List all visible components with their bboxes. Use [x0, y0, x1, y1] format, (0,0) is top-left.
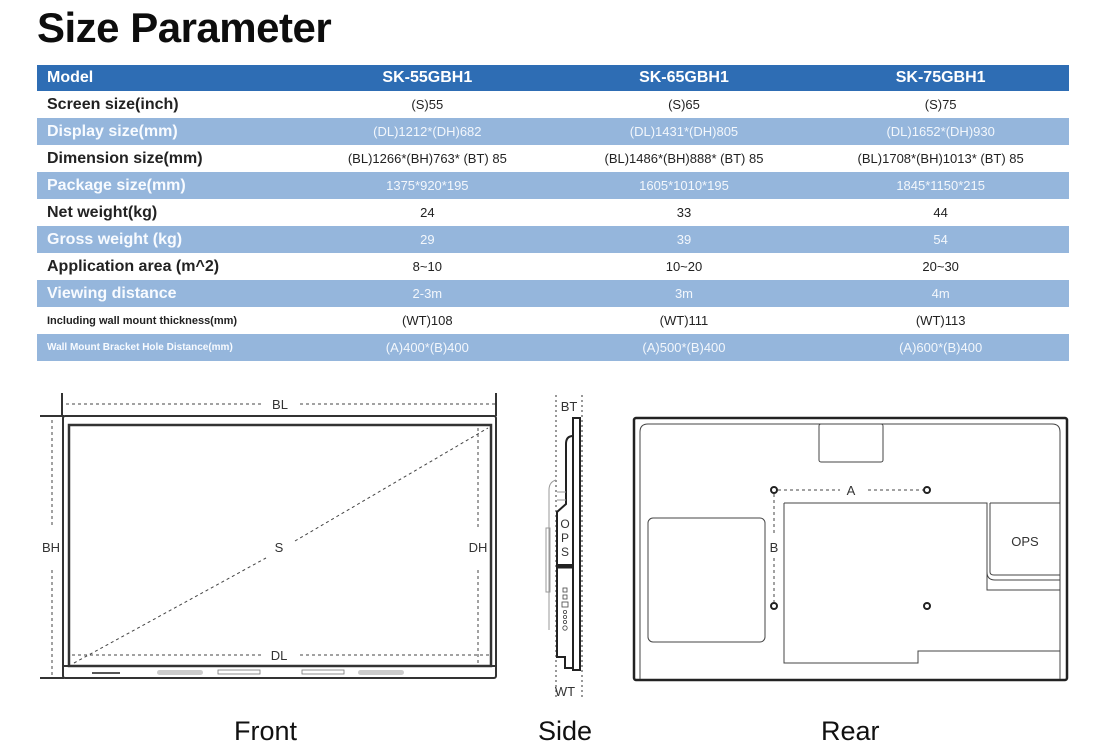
cell: 24	[299, 199, 556, 226]
table-row: Dimension size(mm) (BL)1266*(BH)763* (BT…	[37, 145, 1069, 172]
row-label: Gross weight (kg)	[37, 226, 299, 253]
row-label: Dimension size(mm)	[37, 145, 299, 172]
side-diagram: BT WT O P S	[545, 395, 583, 700]
header-sk-55gbh1: SK-55GBH1	[299, 65, 556, 91]
cell: 54	[812, 226, 1069, 253]
size-parameter-table: Model SK-55GBH1 SK-65GBH1 SK-75GBH1 Scre…	[37, 65, 1069, 361]
label-wt: WT	[555, 684, 575, 699]
caption-side: Side	[538, 716, 593, 746]
cell: 8~10	[299, 253, 556, 280]
row-label: Screen size(inch)	[37, 91, 299, 118]
cell: (A)400*(B)400	[299, 334, 556, 361]
cell: 20~30	[812, 253, 1069, 280]
row-label: Net weight(kg)	[37, 199, 299, 226]
cell: (WT)108	[299, 307, 556, 334]
cell: (A)500*(B)400	[555, 334, 813, 361]
cell: 44	[812, 199, 1069, 226]
header-sk-75gbh1: SK-75GBH1	[812, 65, 1069, 91]
label-dl: DL	[271, 648, 288, 663]
label-ops: OPS	[1011, 534, 1039, 549]
header-model: Model	[37, 65, 299, 91]
rear-diagram: A B OPS	[632, 416, 1069, 682]
label-dh: DH	[469, 540, 488, 555]
table-row: Screen size(inch) (S)55 (S)65 (S)75	[37, 91, 1069, 118]
table-row: Net weight(kg) 24 33 44	[37, 199, 1069, 226]
cell: (WT)113	[812, 307, 1069, 334]
cell: 2-3m	[299, 280, 556, 307]
row-label: Display size(mm)	[37, 118, 299, 145]
cell: 29	[299, 226, 556, 253]
cell: (S)75	[812, 91, 1069, 118]
cell: (WT)111	[555, 307, 813, 334]
table-row: Wall Mount Bracket Hole Distance(mm) (A)…	[37, 334, 1069, 361]
cell: 1605*1010*195	[555, 172, 813, 199]
cell: 39	[555, 226, 813, 253]
side-ports	[561, 587, 569, 631]
header-sk-65gbh1: SK-65GBH1	[555, 65, 813, 91]
cell: (S)55	[299, 91, 556, 118]
cell: (BL)1266*(BH)763* (BT) 85	[299, 145, 556, 172]
table-row: Viewing distance 2-3m 3m 4m	[37, 280, 1069, 307]
label-bh: BH	[42, 540, 60, 555]
row-label: Viewing distance	[37, 280, 299, 307]
cell: (DL)1431*(DH)805	[555, 118, 813, 145]
table-row: Including wall mount thickness(mm) (WT)1…	[37, 307, 1069, 334]
table-row: Gross weight (kg) 29 39 54	[37, 226, 1069, 253]
label-s: S	[275, 540, 284, 555]
cell: 1845*1150*215	[812, 172, 1069, 199]
cell: (BL)1708*(BH)1013* (BT) 85	[812, 145, 1069, 172]
label-bl: BL	[272, 397, 288, 412]
label-a: A	[847, 483, 856, 498]
mount-holes	[770, 486, 931, 610]
row-label: Package size(mm)	[37, 172, 299, 199]
svg-text:P: P	[561, 531, 569, 545]
cell: (A)600*(B)400	[812, 334, 1069, 361]
table-header-row: Model SK-55GBH1 SK-65GBH1 SK-75GBH1	[37, 65, 1069, 91]
label-bt: BT	[561, 399, 578, 414]
label-b: B	[770, 540, 779, 555]
front-bottom-controls	[92, 669, 404, 675]
table-row: Application area (m^2) 8~10 10~20 20~30	[37, 253, 1069, 280]
svg-text:S: S	[561, 545, 569, 559]
cell: (DL)1212*(DH)682	[299, 118, 556, 145]
front-diagram: BL BH S DH DL	[40, 393, 497, 679]
cell: (DL)1652*(DH)930	[812, 118, 1069, 145]
cell: 3m	[555, 280, 813, 307]
table-row: Package size(mm) 1375*920*195 1605*1010*…	[37, 172, 1069, 199]
cell: 1375*920*195	[299, 172, 556, 199]
cell: 10~20	[555, 253, 813, 280]
cell: (BL)1486*(BH)888* (BT) 85	[555, 145, 813, 172]
caption-rear: Rear	[821, 716, 880, 746]
cell: 4m	[812, 280, 1069, 307]
label-ops-vertical: O P S	[560, 517, 569, 559]
cell: (S)65	[555, 91, 813, 118]
caption-front: Front	[234, 716, 298, 746]
page-title: Size Parameter	[37, 4, 332, 51]
cell: 33	[555, 199, 813, 226]
row-label: Including wall mount thickness(mm)	[37, 307, 299, 334]
row-label: Application area (m^2)	[37, 253, 299, 280]
row-label: Wall Mount Bracket Hole Distance(mm)	[37, 334, 299, 361]
svg-text:O: O	[560, 517, 569, 531]
table-row: Display size(mm) (DL)1212*(DH)682 (DL)14…	[37, 118, 1069, 145]
